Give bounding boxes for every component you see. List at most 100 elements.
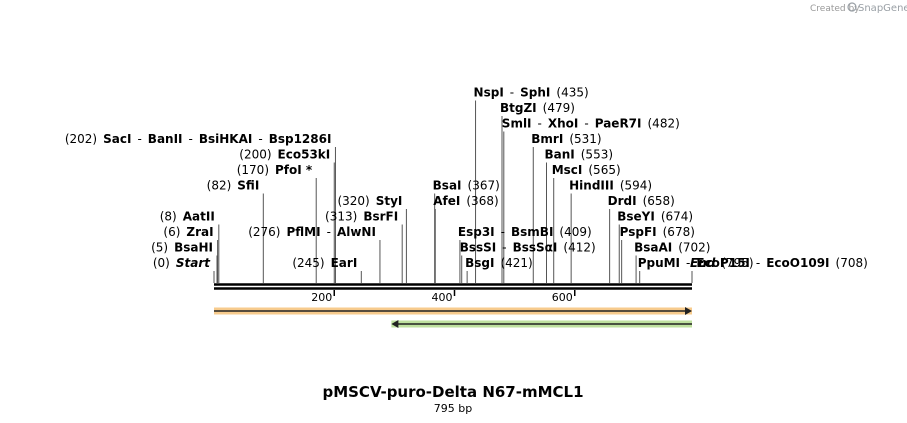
cut-site-label: BsgI(421) (465, 256, 533, 270)
enzyme-labels: (0)Start(5) BsaHI (6) ZraI (8) AatII (82)SfiI (… (65, 86, 868, 271)
site-position: (276) (248, 225, 280, 239)
credit-prefix: Created by (810, 4, 860, 14)
enzyme-name: SacI (103, 132, 131, 146)
feature-arrows (214, 307, 692, 328)
cut-site-label: (5) BsaHI (151, 241, 213, 255)
site-position: (412) (563, 241, 595, 255)
enzyme-name: Esp3I (458, 225, 495, 239)
cut-site-label: (202)SacI-BanII-BsiHKAI-Bsp1286I (65, 132, 332, 146)
cut-site-label: BanI (553) (544, 148, 613, 162)
enzyme-name: BsrFI (363, 210, 398, 224)
site-position: (313) (325, 210, 357, 224)
enzyme-name: BsaHI (174, 241, 213, 255)
snapgene-credit: Created by SnapGene (810, 2, 907, 14)
cut-site-label: HindIII (594) (569, 179, 652, 193)
site-position: - (584, 117, 588, 131)
cut-site-label: (6) ZraI (163, 225, 213, 239)
enzyme-name: PfoI * (275, 163, 313, 177)
enzyme-name: PflMI (286, 225, 320, 239)
cut-site-label: BtgZI (479) (500, 101, 575, 115)
site-position: (5) (151, 241, 168, 255)
enzyme-name: EcoO109I (766, 256, 829, 270)
enzyme-name: SphI (520, 86, 550, 100)
site-position: (678) (663, 225, 695, 239)
site-position: - (510, 86, 514, 100)
enzyme-name: MscI (552, 163, 583, 177)
cut-site-label: (170) PfoI * (237, 163, 313, 177)
enzyme-name: HindIII (569, 179, 614, 193)
cut-site-label: (0)Start (153, 256, 211, 270)
enzyme-name: BanI (544, 148, 574, 162)
site-position: (368) (466, 194, 498, 208)
site-position: (565) (588, 163, 620, 177)
site-position: - (258, 132, 262, 146)
site-position: (8) (160, 210, 177, 224)
enzyme-name: ZraI (186, 225, 213, 239)
enzyme-name: AatII (183, 210, 215, 224)
ruler-ticks: 200 400 600 (311, 290, 576, 304)
enzyme-name: BsaAI (634, 241, 672, 255)
site-position: (553) (581, 148, 613, 162)
site-position: (421) (500, 256, 532, 270)
site-position: (245) (292, 256, 324, 270)
site-position: (6) (163, 225, 180, 239)
site-position: - (189, 132, 193, 146)
cut-site-label: (320)StyI (337, 194, 402, 208)
enzyme-name: XhoI (548, 117, 579, 131)
site-position: - (137, 132, 141, 146)
site-position: - (686, 256, 690, 270)
enzyme-name: PaeR7I (595, 117, 642, 131)
site-position: - (501, 225, 505, 239)
cut-site-label: End (795) (690, 256, 754, 270)
site-position: (409) (559, 225, 591, 239)
site-position: (435) (556, 86, 588, 100)
cut-site-label: PpuMI-EcoP15I-EcoO109I(708) (638, 256, 868, 270)
enzyme-name: BsaI (433, 179, 462, 193)
site-position: (531) (569, 132, 601, 146)
cut-site-label: Esp3I-BsmBI (409) (458, 225, 592, 239)
enzyme-name: PspFI (620, 225, 657, 239)
cut-site-label: DrdI (658) (608, 194, 675, 208)
enzyme-name: EcoP15I (696, 256, 750, 270)
enzyme-name: BtgZI (500, 101, 537, 115)
cut-site-label: BseYI (674) (617, 210, 693, 224)
enzyme-name: SfiI (237, 179, 259, 193)
site-position: (594) (620, 179, 652, 193)
cut-site-label: BsaI(367) (433, 179, 500, 193)
map-title: pMSCV-puro-Delta N67-mMCL1 (322, 383, 583, 401)
cut-site-label: (82)SfiI (207, 179, 260, 193)
site-position: (202) (65, 132, 97, 146)
ruler-tick-label: 400 (432, 291, 453, 304)
enzyme-name: BssSI (460, 241, 497, 255)
enzyme-name: PpuMI (638, 256, 680, 270)
ruler-tick-label: 600 (552, 291, 573, 304)
credit-brand: SnapGene (858, 3, 907, 14)
site-position: (170) (237, 163, 269, 177)
site-position: (479) (543, 101, 575, 115)
cut-site-label: BssSI-BssSαI(412) (460, 241, 596, 255)
enzyme-name: Eco53kI (278, 148, 331, 162)
feature-arrowhead (685, 307, 692, 315)
ruler-tick-label: 200 (311, 291, 332, 304)
cut-site-label: (313) BsrFI (325, 210, 398, 224)
enzyme-name: NspI (474, 86, 504, 100)
cut-site-label: SmlI-XhoI-PaeR7I(482) (502, 117, 680, 131)
cut-site-label: (245)EarI (292, 256, 357, 270)
enzyme-name: AfeI (433, 194, 460, 208)
site-position: (795) (721, 256, 753, 270)
enzyme-name: BmrI (531, 132, 563, 146)
site-position: (658) (643, 194, 675, 208)
cut-site-label: NspI-SphI (435) (474, 86, 589, 100)
site-position: (674) (661, 210, 693, 224)
enzyme-name: BanII (148, 132, 183, 146)
cut-site-label: (8) AatII (160, 210, 215, 224)
site-position: - (538, 117, 542, 131)
cut-site-label: (276)PflMI-AlwNI (248, 225, 376, 239)
site-position: (702) (678, 241, 710, 255)
enzyme-name: DrdI (608, 194, 637, 208)
enzyme-name: BssSαI (513, 241, 558, 255)
enzyme-name: End (690, 256, 716, 270)
enzyme-name: BseYI (617, 210, 655, 224)
enzyme-name: BsmBI (511, 225, 553, 239)
enzyme-name: Bsp1286I (269, 132, 332, 146)
